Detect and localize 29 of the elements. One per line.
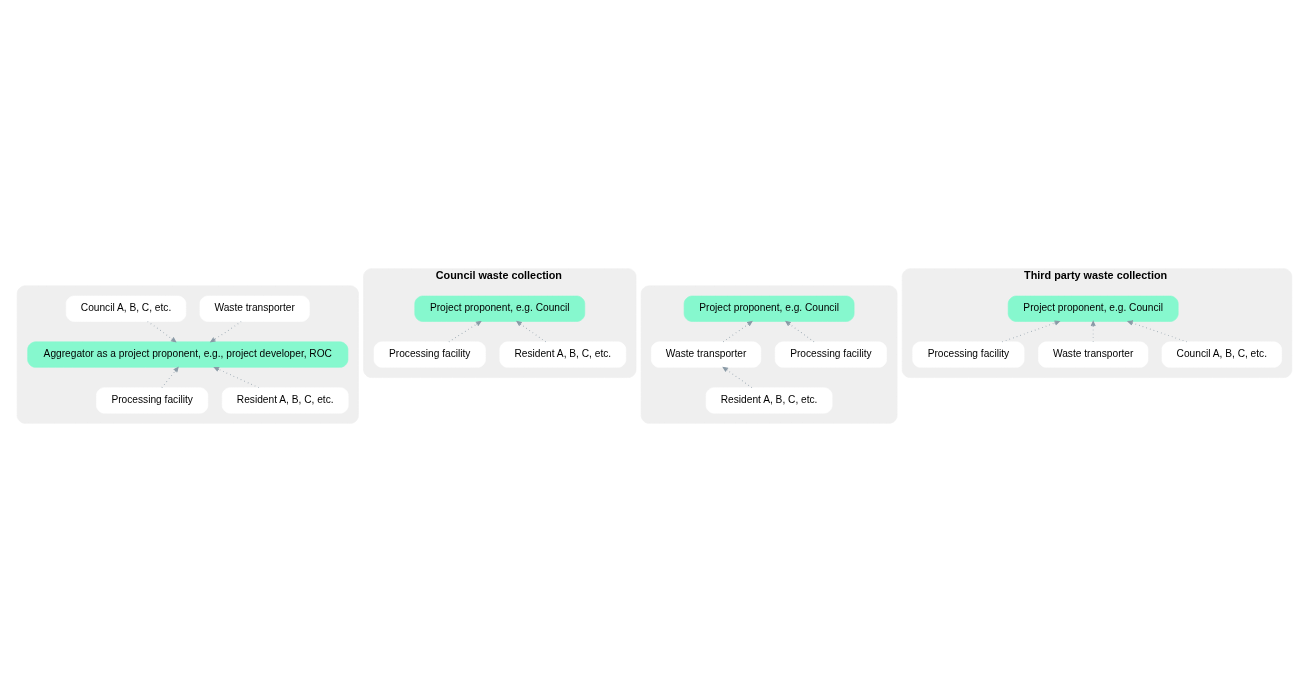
node-box: Resident A, B, C, etc. <box>499 341 627 368</box>
node-box: Project proponent, e.g. Council <box>1007 295 1179 322</box>
arrow <box>785 320 815 342</box>
node-box: Council A, B, C, etc. <box>1161 341 1282 368</box>
node-box: Processing facility <box>373 341 486 368</box>
arrow <box>1001 320 1060 342</box>
node-box: Resident A, B, C, etc. <box>221 386 349 413</box>
arrow <box>516 320 547 342</box>
arrow <box>448 320 482 342</box>
arrow <box>722 320 753 342</box>
node-box: Waste transporter <box>1038 341 1149 368</box>
node-box: Processing facility <box>774 341 887 368</box>
arrow <box>722 366 753 388</box>
node-box: Aggregator as a project proponent, e.g., project developer, ROC <box>27 341 349 368</box>
arrow <box>147 320 177 342</box>
arrow <box>213 366 260 388</box>
arrow <box>161 366 179 388</box>
node-box: Resident A, B, C, etc. <box>705 386 833 413</box>
arrow <box>1127 320 1188 342</box>
node-box: Council A, B, C, etc. <box>65 295 187 322</box>
node-box: Project proponent, e.g. Council <box>683 295 855 322</box>
node-box: Waste transporter <box>199 295 310 322</box>
cluster <box>640 285 898 424</box>
node-box: Waste transporter <box>651 341 762 368</box>
node-box: Processing facility <box>912 341 1025 368</box>
arrow <box>210 320 242 342</box>
cluster <box>16 285 359 424</box>
node-box: Processing facility <box>96 386 209 413</box>
node-box: Project proponent, e.g. Council <box>414 295 586 322</box>
